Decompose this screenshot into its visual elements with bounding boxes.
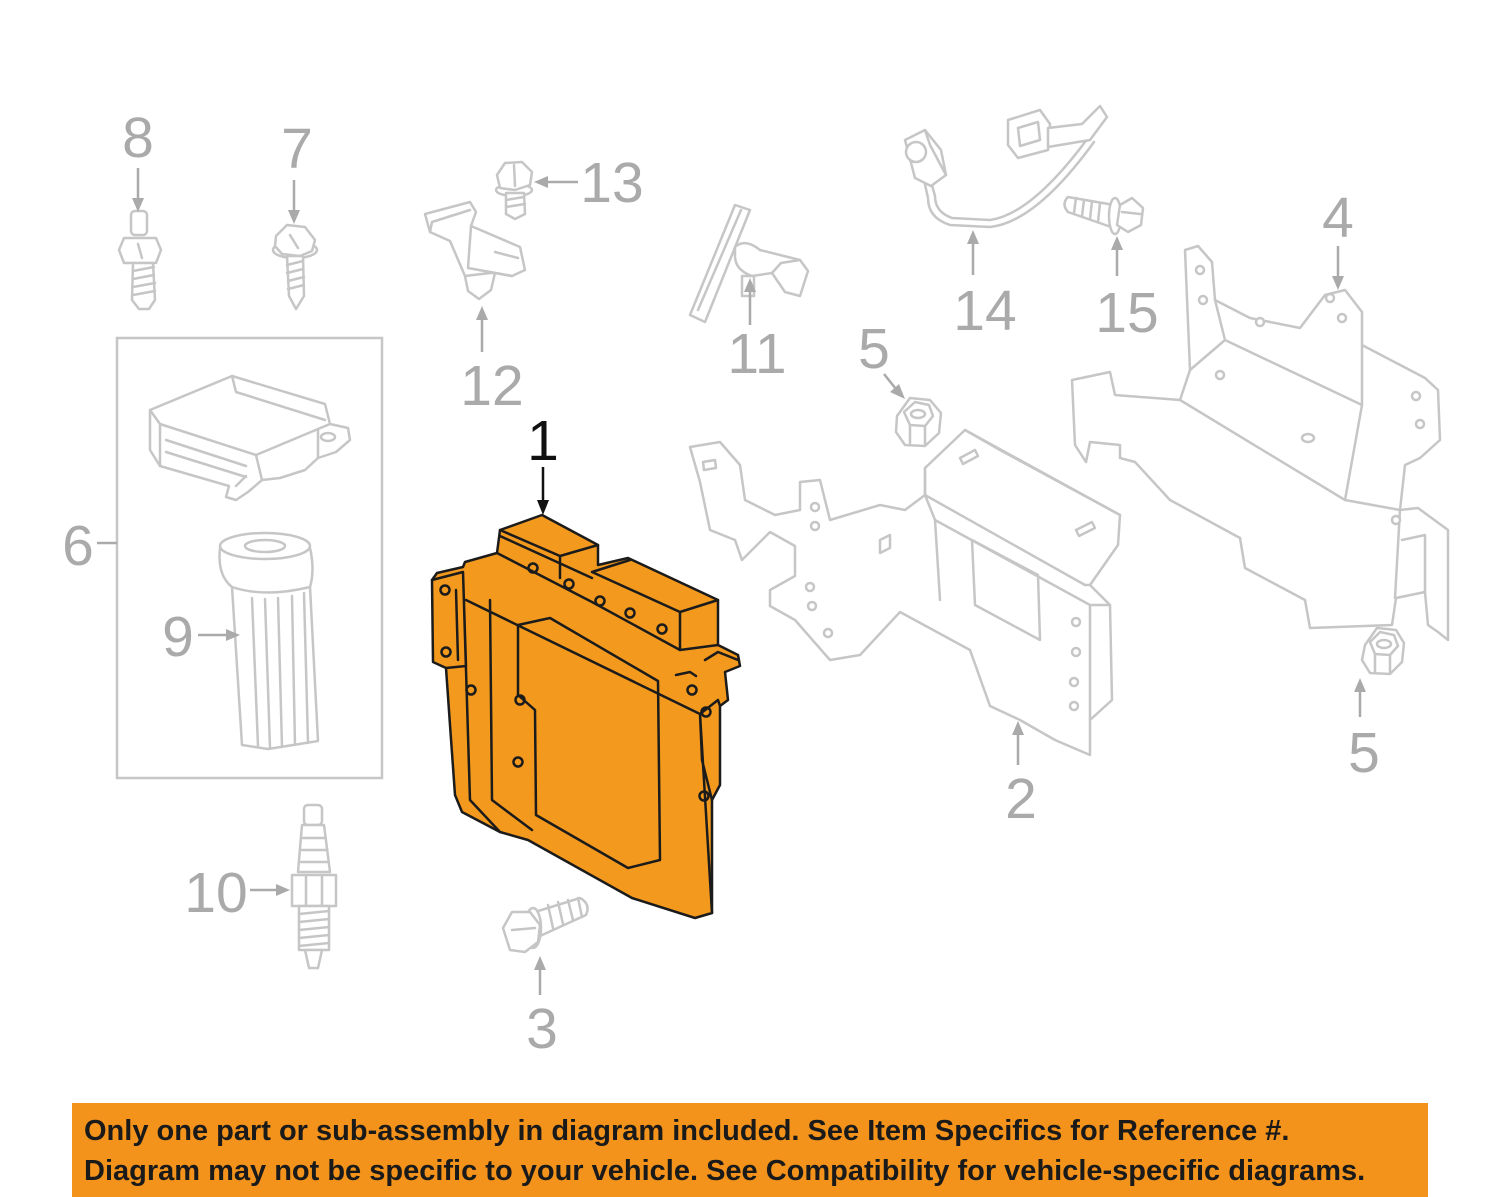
- callout-8: 8: [122, 106, 154, 170]
- callout-labels: 8 7 13 4 14 15 11 5 12 1 6 9 5 2 10 3: [62, 106, 1380, 1061]
- callout-7: 7: [281, 117, 313, 181]
- disclaimer-banner: Only one part or sub-assembly in diagram…: [72, 1103, 1428, 1197]
- leader-lines: [97, 168, 1366, 995]
- callout-11: 11: [727, 322, 786, 386]
- callout-1: 1: [527, 409, 559, 473]
- arrowhead-12: [476, 306, 488, 320]
- part-4-bracket: [1070, 244, 1450, 642]
- callout-4: 4: [1322, 186, 1354, 250]
- part-12-sensor: [423, 200, 527, 301]
- part-3-bolt: [501, 896, 589, 954]
- arrowhead-2: [1012, 721, 1024, 735]
- callout-2: 2: [1005, 767, 1037, 831]
- disclaimer-line-1: Only one part or sub-assembly in diagram…: [84, 1115, 1290, 1147]
- callout-14: 14: [953, 279, 1016, 343]
- callout-6: 6: [62, 514, 94, 578]
- callout-3: 3: [526, 997, 558, 1061]
- assembly-6-frame: [115, 336, 384, 780]
- disclaimer-line-2: Diagram may not be specific to your vehi…: [84, 1155, 1366, 1187]
- part-2-bracket: [688, 428, 1122, 757]
- part-10-spark-plug: [290, 803, 338, 970]
- arrowhead-13: [534, 176, 548, 188]
- callout-12: 12: [460, 354, 523, 418]
- part-9-coil-boot: [218, 531, 320, 751]
- arrowhead-11: [744, 278, 756, 292]
- part-15-bolt: [1063, 195, 1145, 236]
- part-5-nut-lower: [1360, 626, 1406, 676]
- arrowhead-1: [537, 500, 549, 515]
- part-6-ignition-coil: [148, 374, 352, 502]
- callout-9: 9: [162, 605, 194, 669]
- callout-15: 15: [1095, 281, 1158, 345]
- arrowhead-7: [288, 210, 300, 224]
- part-13-bolt: [494, 160, 534, 221]
- callout-5-upper: 5: [858, 317, 890, 381]
- part-1-engine-control-module: [430, 513, 742, 920]
- arrowhead-3: [534, 956, 546, 970]
- callout-5-lower: 5: [1348, 721, 1380, 785]
- arrowhead-9: [226, 629, 240, 641]
- part-14-sensor-harness: [903, 104, 1109, 229]
- arrowhead-5-lower: [1354, 678, 1366, 692]
- arrowhead-5-upper: [890, 384, 905, 399]
- callout-10: 10: [184, 861, 247, 925]
- callout-13: 13: [580, 151, 643, 215]
- arrowhead-15: [1111, 236, 1123, 250]
- part-5-nut-upper: [894, 396, 943, 448]
- arrowhead-14: [967, 230, 979, 244]
- arrowhead-8: [132, 198, 144, 212]
- part-8-stud: [117, 209, 163, 311]
- leader-5-upper: [883, 373, 897, 390]
- arrowhead-10: [276, 884, 290, 896]
- part-7-bolt: [271, 223, 319, 311]
- arrowhead-4: [1332, 276, 1344, 290]
